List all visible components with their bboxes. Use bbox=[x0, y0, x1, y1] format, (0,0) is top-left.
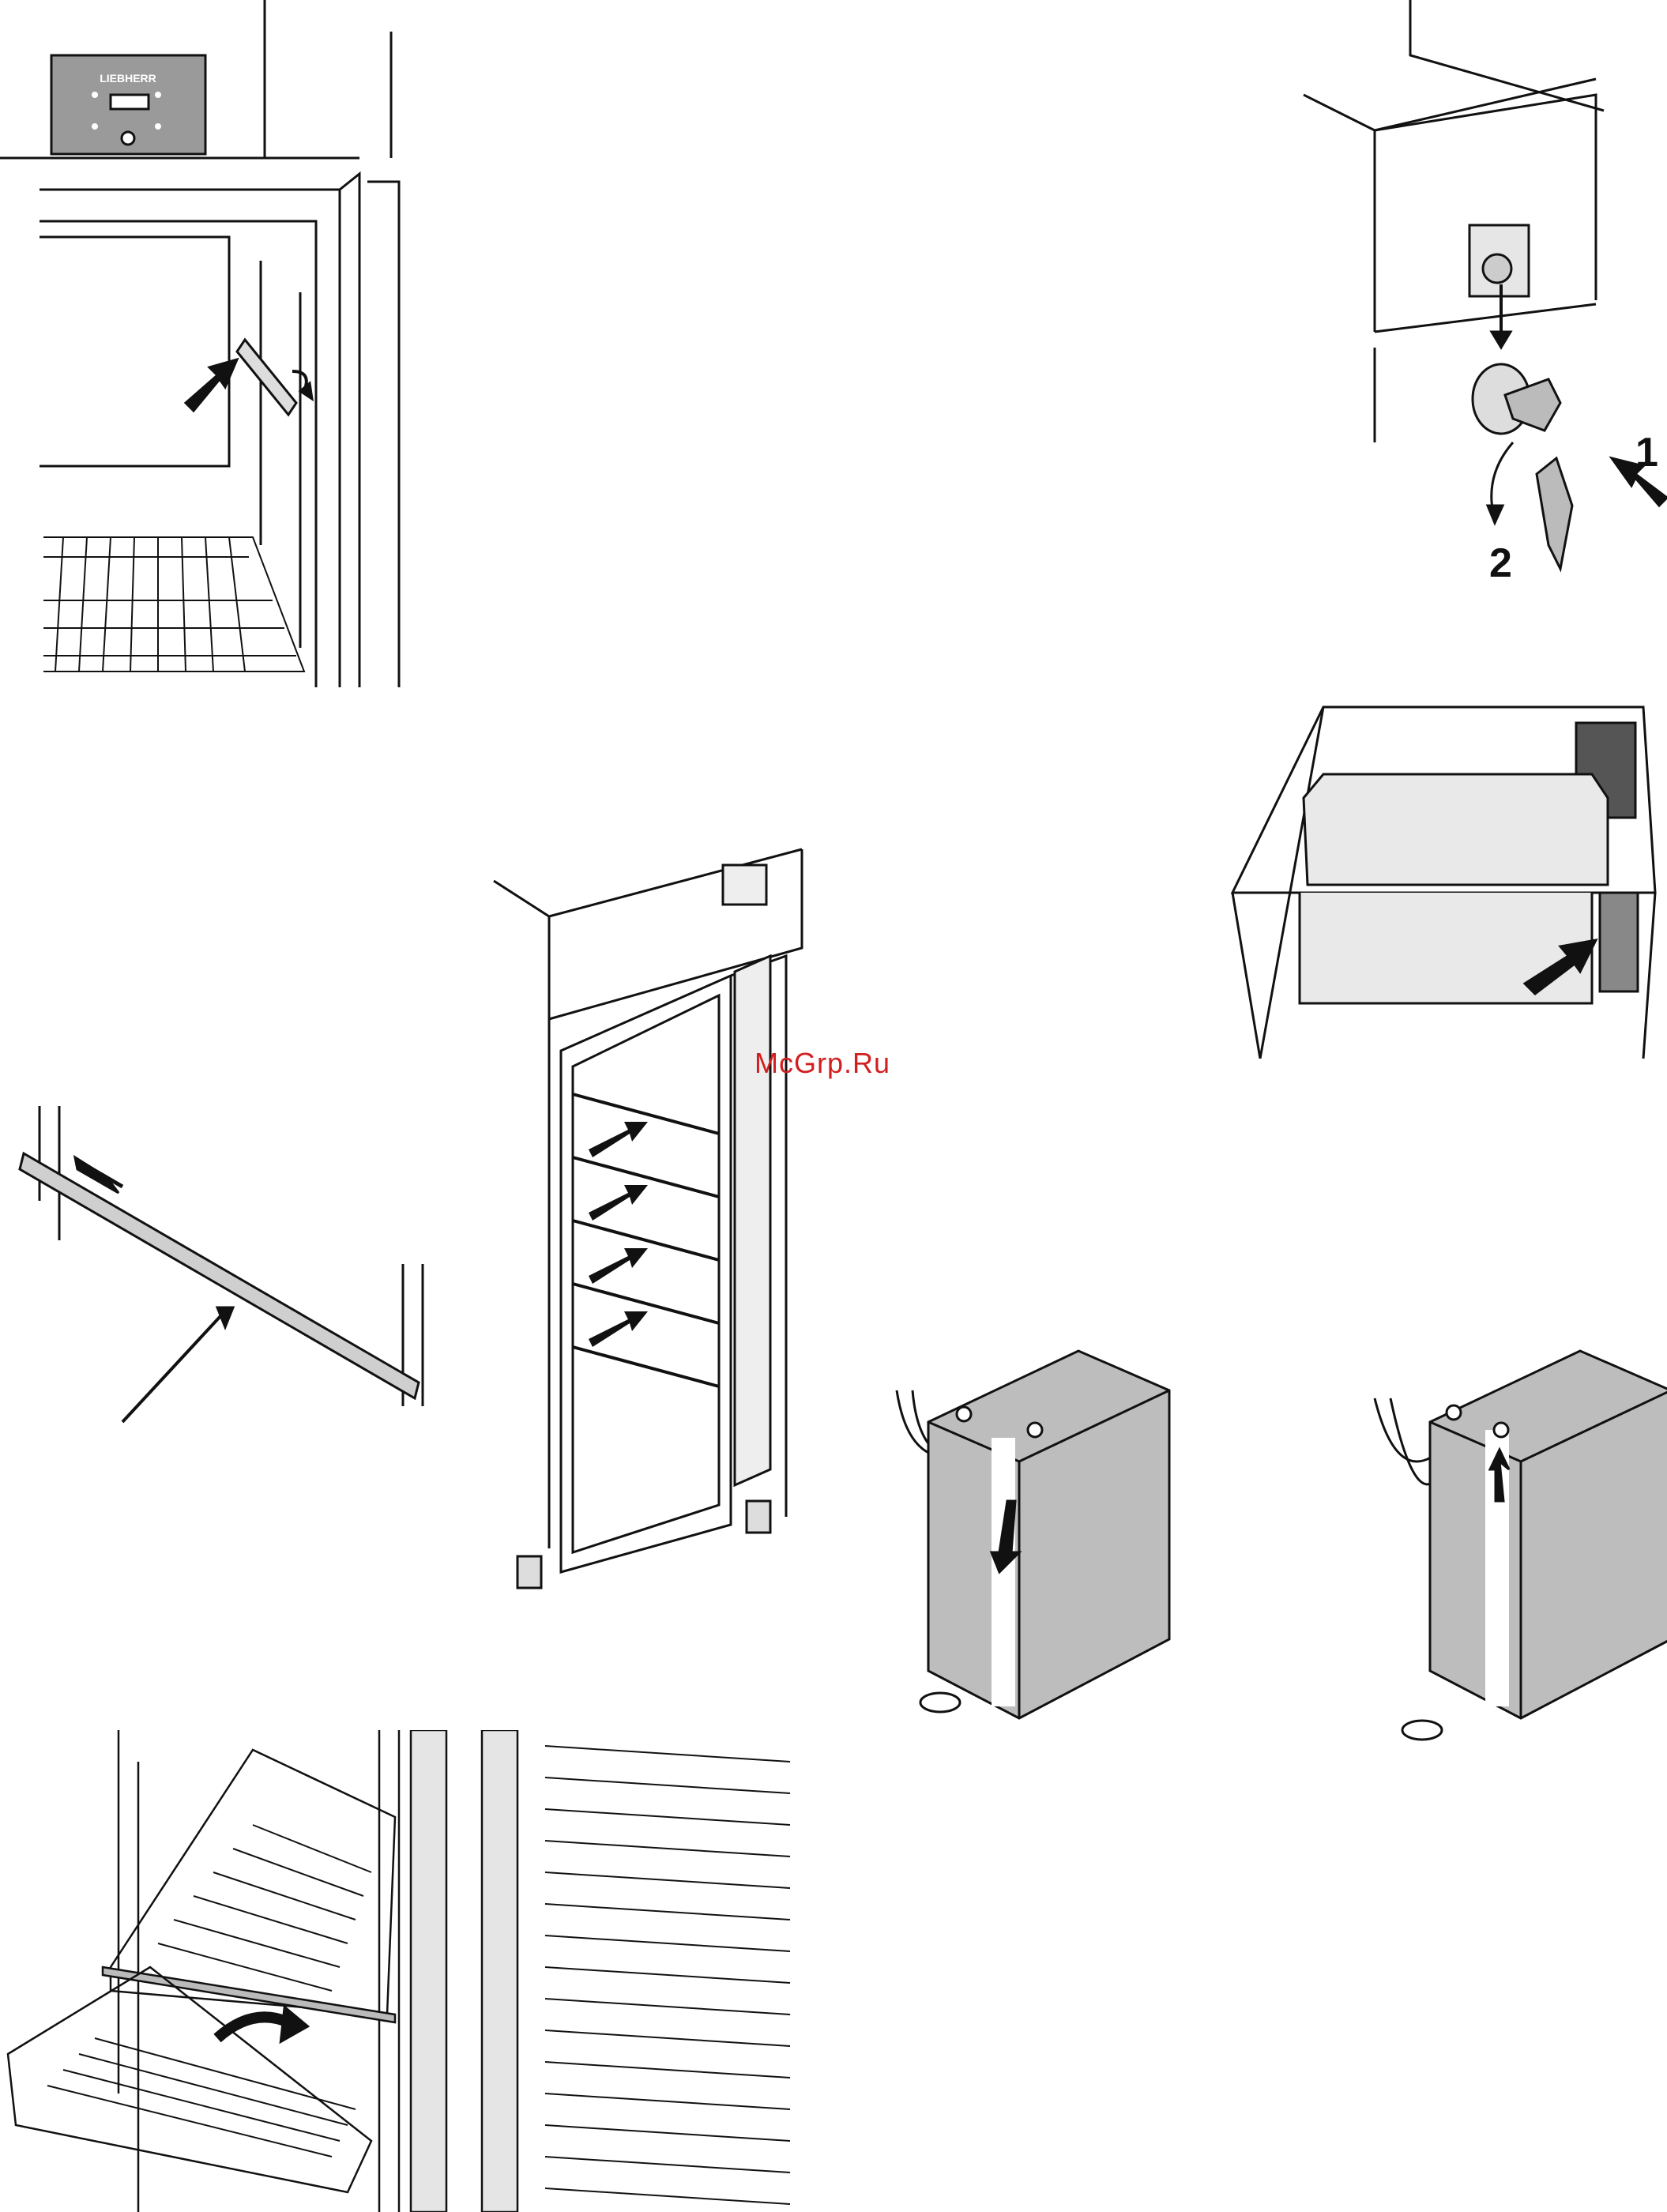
battery-holder bbox=[1600, 893, 1638, 991]
wire-shelf bbox=[43, 537, 304, 672]
figure-shelf-support-bracket: LIEBHERR bbox=[0, 0, 411, 695]
figure-cabinet-rails bbox=[486, 822, 810, 1612]
figure-grid-shelves bbox=[0, 1730, 798, 2212]
figure-battery-compartment bbox=[1229, 695, 1659, 1059]
pointer-arrow bbox=[122, 1315, 221, 1422]
watermark: McGrp.Ru bbox=[754, 1047, 890, 1080]
figure-battery-connect bbox=[1367, 1319, 1667, 1746]
shelf-rail bbox=[20, 1153, 419, 1398]
figure-key-lock: 1 2 bbox=[1296, 0, 1667, 600]
side-panel bbox=[735, 956, 770, 1485]
figure-remove-rail bbox=[16, 1106, 442, 1438]
compressor bbox=[1304, 774, 1608, 885]
battery bbox=[1430, 1351, 1667, 1718]
figure-battery-disconnect bbox=[881, 1319, 1197, 1730]
slide-in-arrow bbox=[217, 2017, 288, 2038]
step-label-2: 2 bbox=[1489, 540, 1512, 586]
control-panel-brand: LIEBHERR bbox=[100, 72, 156, 85]
display-panel bbox=[723, 865, 766, 905]
step-label-1: 1 bbox=[1635, 430, 1658, 476]
